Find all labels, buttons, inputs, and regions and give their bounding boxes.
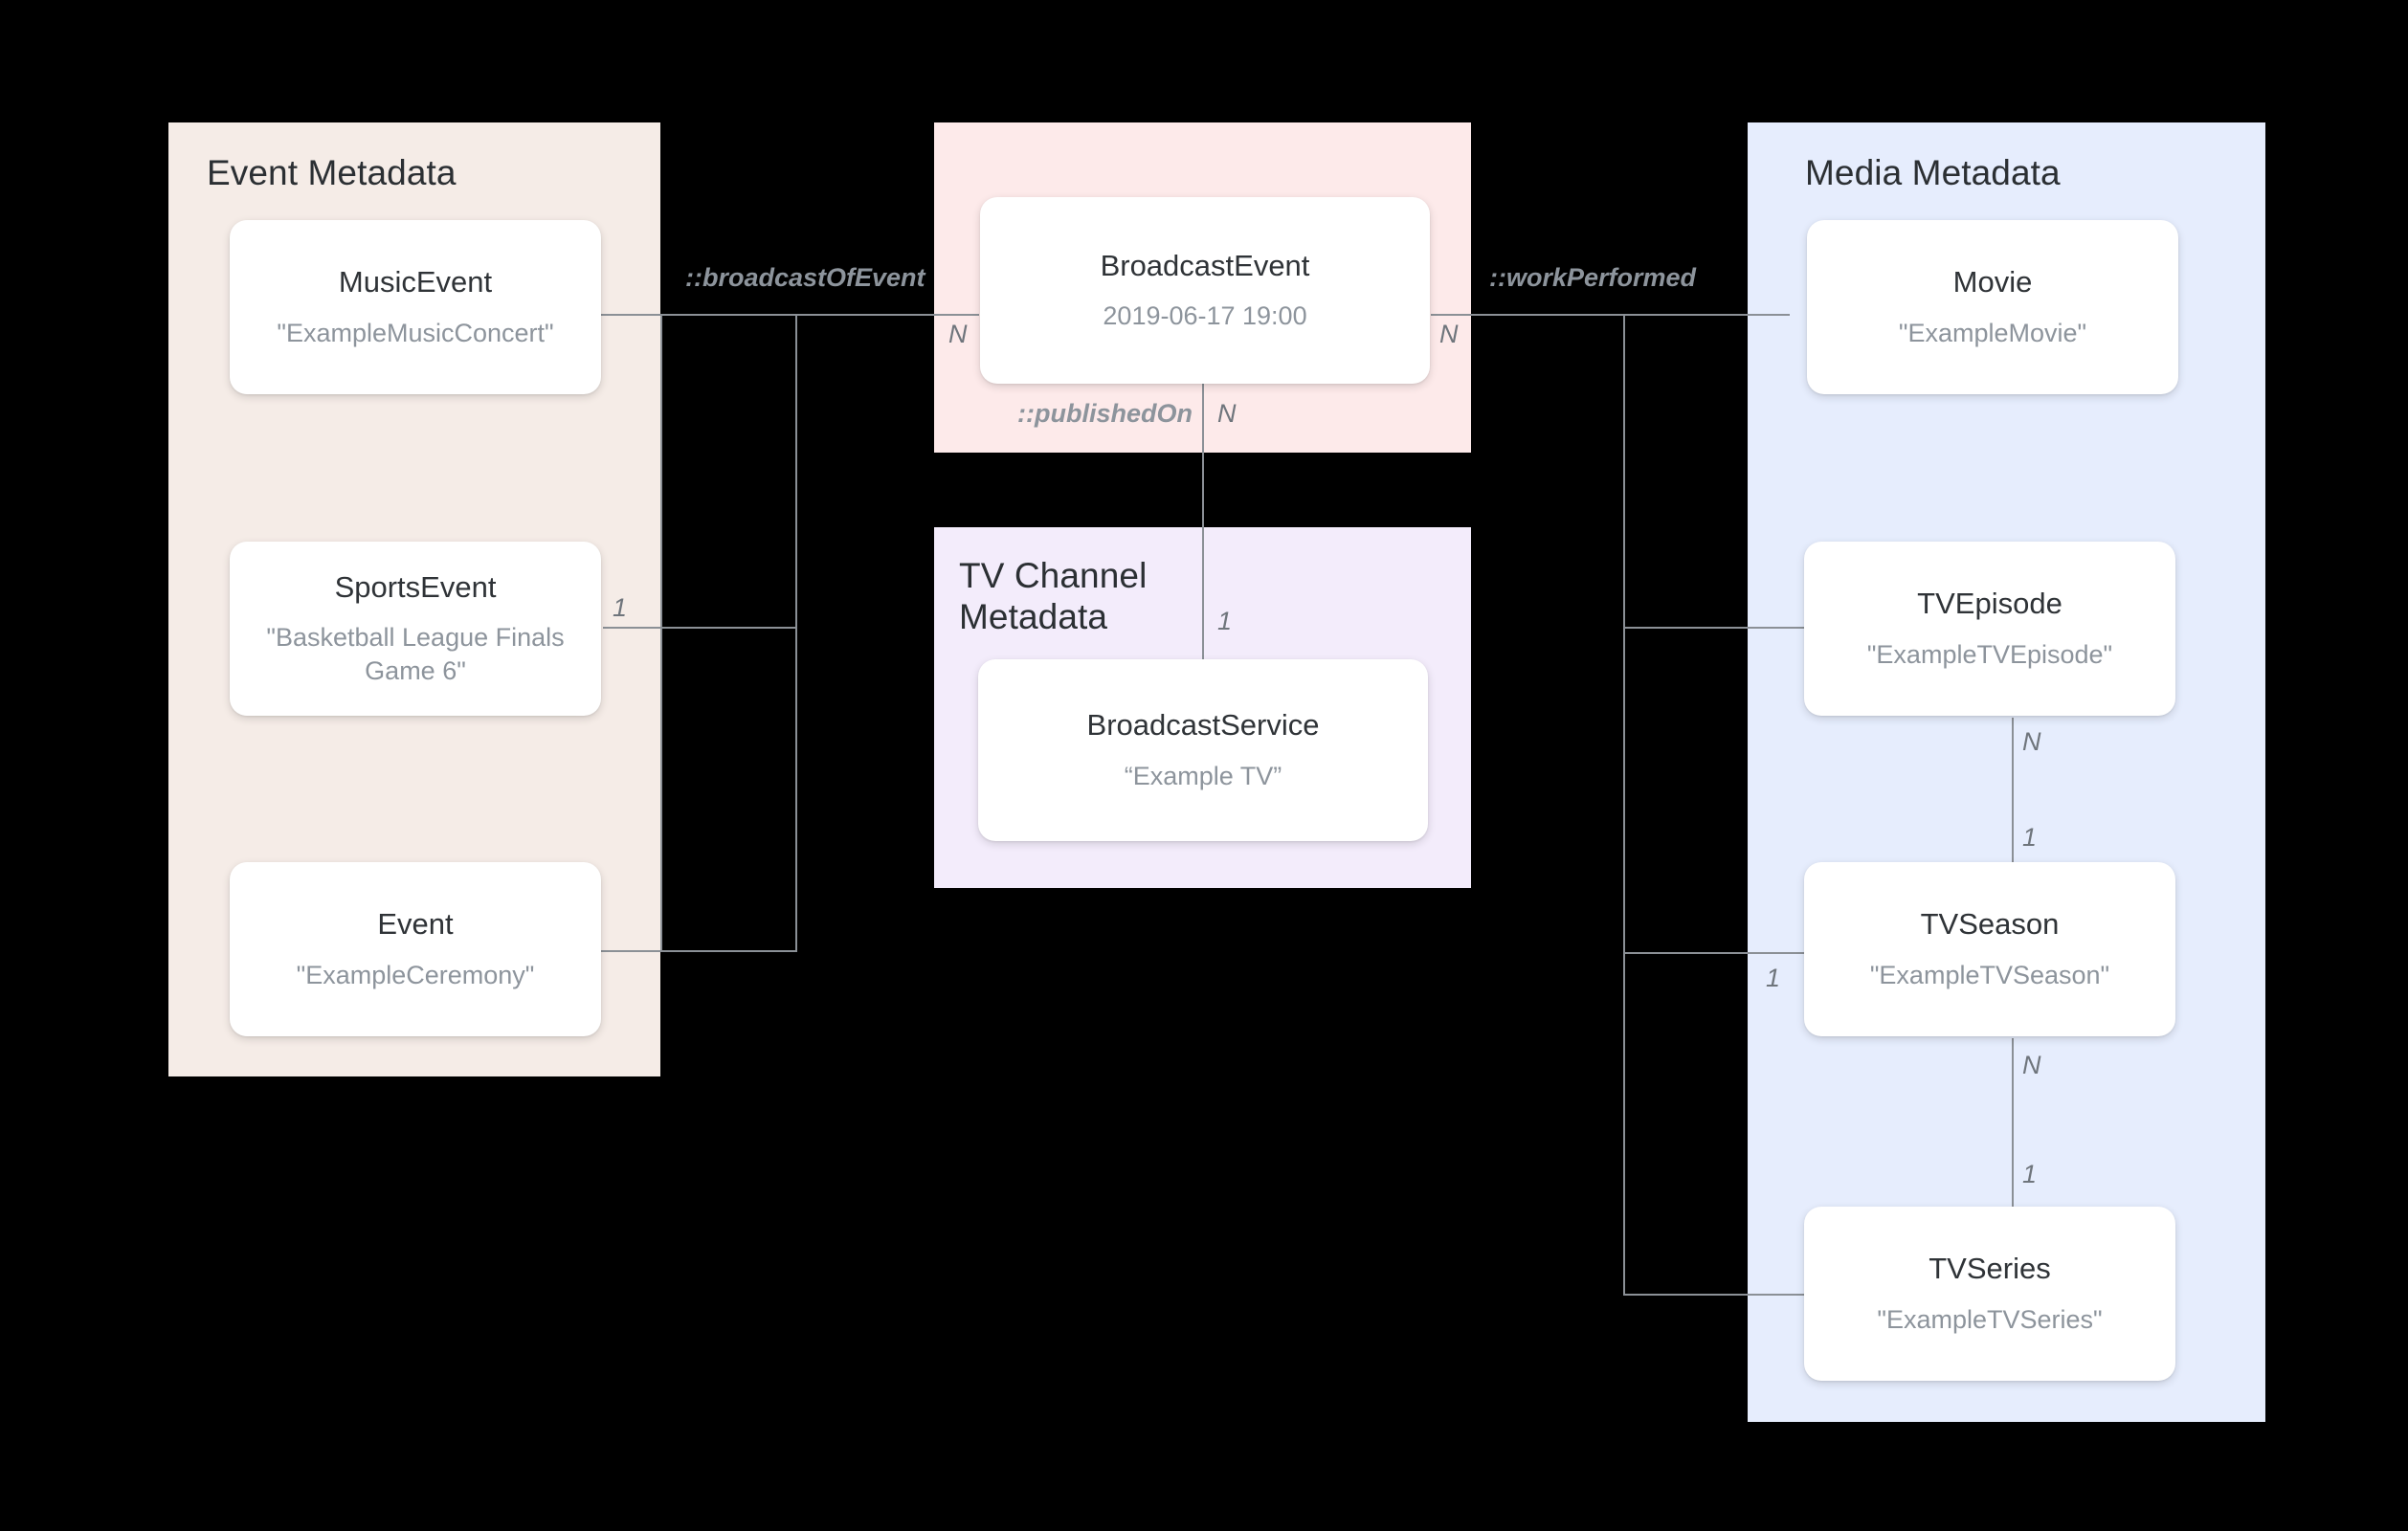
node-tv-season-subtitle: "ExampleTVSeason" <box>1869 960 2110 989</box>
edge-sports-event-stub <box>603 627 662 629</box>
edge-bus-to-tv-series <box>1623 1294 1807 1296</box>
edge-bus-to-tv-episode <box>1623 627 1807 629</box>
node-broadcast-service-title: BroadcastService <box>1086 708 1320 743</box>
node-broadcast-event[interactable]: BroadcastEvent 2019-06-17 19:00 <box>980 197 1430 384</box>
node-music-event-title: MusicEvent <box>338 265 493 300</box>
relation-label-broadcast-of-event: ::broadcastOfEvent <box>685 263 925 292</box>
cardinality-sports-event-one: 1 <box>613 593 628 622</box>
cardinality-broadcast-service-one: 1 <box>1217 607 1233 635</box>
node-tv-episode[interactable]: TVEpisode "ExampleTVEpisode" <box>1804 542 2175 716</box>
panel-event-metadata-title: Event Metadata <box>207 153 457 192</box>
node-tv-episode-title: TVEpisode <box>1917 587 2062 621</box>
cardinality-tv-season-one-from-episode: 1 <box>2022 823 2038 852</box>
node-music-event[interactable]: MusicEvent "ExampleMusicConcert" <box>230 220 601 394</box>
edge-music-event-stub <box>593 314 662 316</box>
node-event-subtitle: "ExampleCeremony" <box>296 960 535 989</box>
edge-work-performed <box>1431 314 1790 316</box>
edge-left-join-bottom <box>660 950 797 952</box>
node-sports-event[interactable]: SportsEvent "Basketball League Finals Ga… <box>230 542 601 716</box>
cardinality-tv-series-one: 1 <box>2022 1160 2038 1188</box>
edge-bus-to-tv-season <box>1623 952 1807 954</box>
node-movie-title: Movie <box>1952 265 2033 300</box>
cardinality-tv-season-n: N <box>2022 1051 2041 1079</box>
edge-broadcast-of-event <box>795 314 979 316</box>
cardinality-published-on-n: N <box>1217 399 1237 428</box>
node-music-event-subtitle: "ExampleMusicConcert" <box>277 318 554 347</box>
relation-label-work-performed: ::workPerformed <box>1489 263 1697 292</box>
edge-left-bus-outer <box>795 314 797 950</box>
node-tv-season[interactable]: TVSeason "ExampleTVSeason" <box>1804 862 2175 1036</box>
edge-left-join-top <box>660 314 797 316</box>
node-tv-series[interactable]: TVSeries "ExampleTVSeries" <box>1804 1207 2175 1381</box>
edge-tv-season-to-tv-series <box>2012 1038 2014 1210</box>
node-tv-series-title: TVSeries <box>1929 1252 2051 1286</box>
node-broadcast-service[interactable]: BroadcastService “Example TV” <box>978 659 1428 841</box>
edge-event-stub <box>601 950 662 952</box>
node-event[interactable]: Event "ExampleCeremony" <box>230 862 601 1036</box>
node-movie-subtitle: "ExampleMovie" <box>1898 318 2087 347</box>
node-broadcast-event-title: BroadcastEvent <box>1100 248 1310 282</box>
node-sports-event-title: SportsEvent <box>334 569 497 604</box>
node-tv-episode-subtitle: "ExampleTVEpisode" <box>1866 639 2113 669</box>
relation-label-published-on: ::publishedOn <box>1017 399 1193 428</box>
panel-media-metadata-title: Media Metadata <box>1805 153 2061 192</box>
cardinality-broadcast-event-right: N <box>1439 320 1459 348</box>
panel-tv-channel-metadata-title: TV Channel Metadata <box>959 556 1148 636</box>
node-movie[interactable]: Movie "ExampleMovie" <box>1807 220 2178 394</box>
cardinality-tv-episode-n: N <box>2022 727 2041 756</box>
node-sports-event-subtitle: "Basketball League Finals Game 6" <box>266 623 565 686</box>
edge-left-bus-inner <box>660 314 662 950</box>
node-tv-series-subtitle: "ExampleTVSeries" <box>1877 1304 2103 1334</box>
edge-media-bus <box>1623 314 1625 1295</box>
node-broadcast-service-subtitle: “Example TV” <box>1124 761 1282 790</box>
edge-tv-episode-to-tv-season <box>2012 718 2014 898</box>
node-tv-season-title: TVSeason <box>1920 907 2060 942</box>
edge-left-join-mid <box>660 627 797 629</box>
node-event-title: Event <box>377 907 454 942</box>
cardinality-broadcast-event-left: N <box>948 320 968 348</box>
edge-published-on <box>1202 383 1204 660</box>
node-broadcast-event-subtitle: 2019-06-17 19:00 <box>1103 301 1307 331</box>
cardinality-tv-season-one-left: 1 <box>1766 964 1781 992</box>
